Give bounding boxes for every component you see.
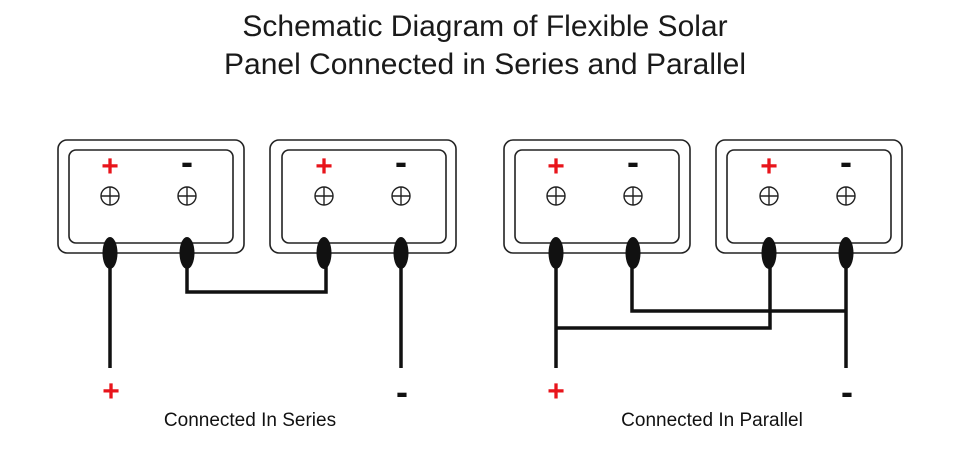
terminal-screw-icon xyxy=(836,186,856,206)
parallel-output-positive-label: + xyxy=(547,375,565,408)
series-panel-1-positive-label: + xyxy=(101,150,119,183)
terminal-screw-icon xyxy=(314,186,334,206)
cable-connector-icon xyxy=(102,237,118,269)
cable-connector-icon xyxy=(625,237,641,269)
parallel-wire-positive-bus xyxy=(556,256,772,330)
terminal-screw-icon xyxy=(546,186,566,206)
parallel-panel-1-negative-label: - xyxy=(627,141,639,182)
series-output-positive-label: + xyxy=(102,375,120,408)
diagram-title: Schematic Diagram of Flexible Solar Pane… xyxy=(0,8,970,84)
parallel-output-negative-label: - xyxy=(841,371,853,412)
parallel-panel-2-positive-label: + xyxy=(760,150,778,183)
cable-connector-icon xyxy=(393,237,409,269)
terminal-screw-icon xyxy=(623,186,643,206)
parallel-panel-2-negative-label: - xyxy=(840,141,852,182)
terminal-screw-icon xyxy=(759,186,779,206)
cable-connector-icon xyxy=(761,237,777,269)
series-panel-1-negative-label: - xyxy=(181,141,193,182)
series-panel-2-positive-label: + xyxy=(315,150,333,183)
series-panel-2 xyxy=(269,139,457,254)
parallel-caption: Connected In Parallel xyxy=(621,410,803,431)
parallel-wire-negative-bus xyxy=(630,256,846,313)
series-output-negative-label: - xyxy=(396,371,408,412)
terminal-screw-icon xyxy=(391,186,411,206)
parallel-panel-1-positive-label: + xyxy=(547,150,565,183)
series-wire-link xyxy=(185,256,328,294)
title-line-1: Schematic Diagram of Flexible Solar xyxy=(242,10,728,43)
series-panel-2-negative-label: - xyxy=(395,141,407,182)
cable-connector-icon xyxy=(316,237,332,269)
series-caption: Connected In Series xyxy=(164,410,336,431)
cable-connector-icon xyxy=(548,237,564,269)
terminal-screw-icon xyxy=(100,186,120,206)
cable-connector-icon xyxy=(838,237,854,269)
series-panel-1 xyxy=(57,139,245,254)
parallel-panel-2 xyxy=(715,139,903,254)
cable-connector-icon xyxy=(179,237,195,269)
terminal-screw-icon xyxy=(177,186,197,206)
parallel-panel-1 xyxy=(503,139,691,254)
title-line-2: Panel Connected in Series and Parallel xyxy=(224,48,746,81)
